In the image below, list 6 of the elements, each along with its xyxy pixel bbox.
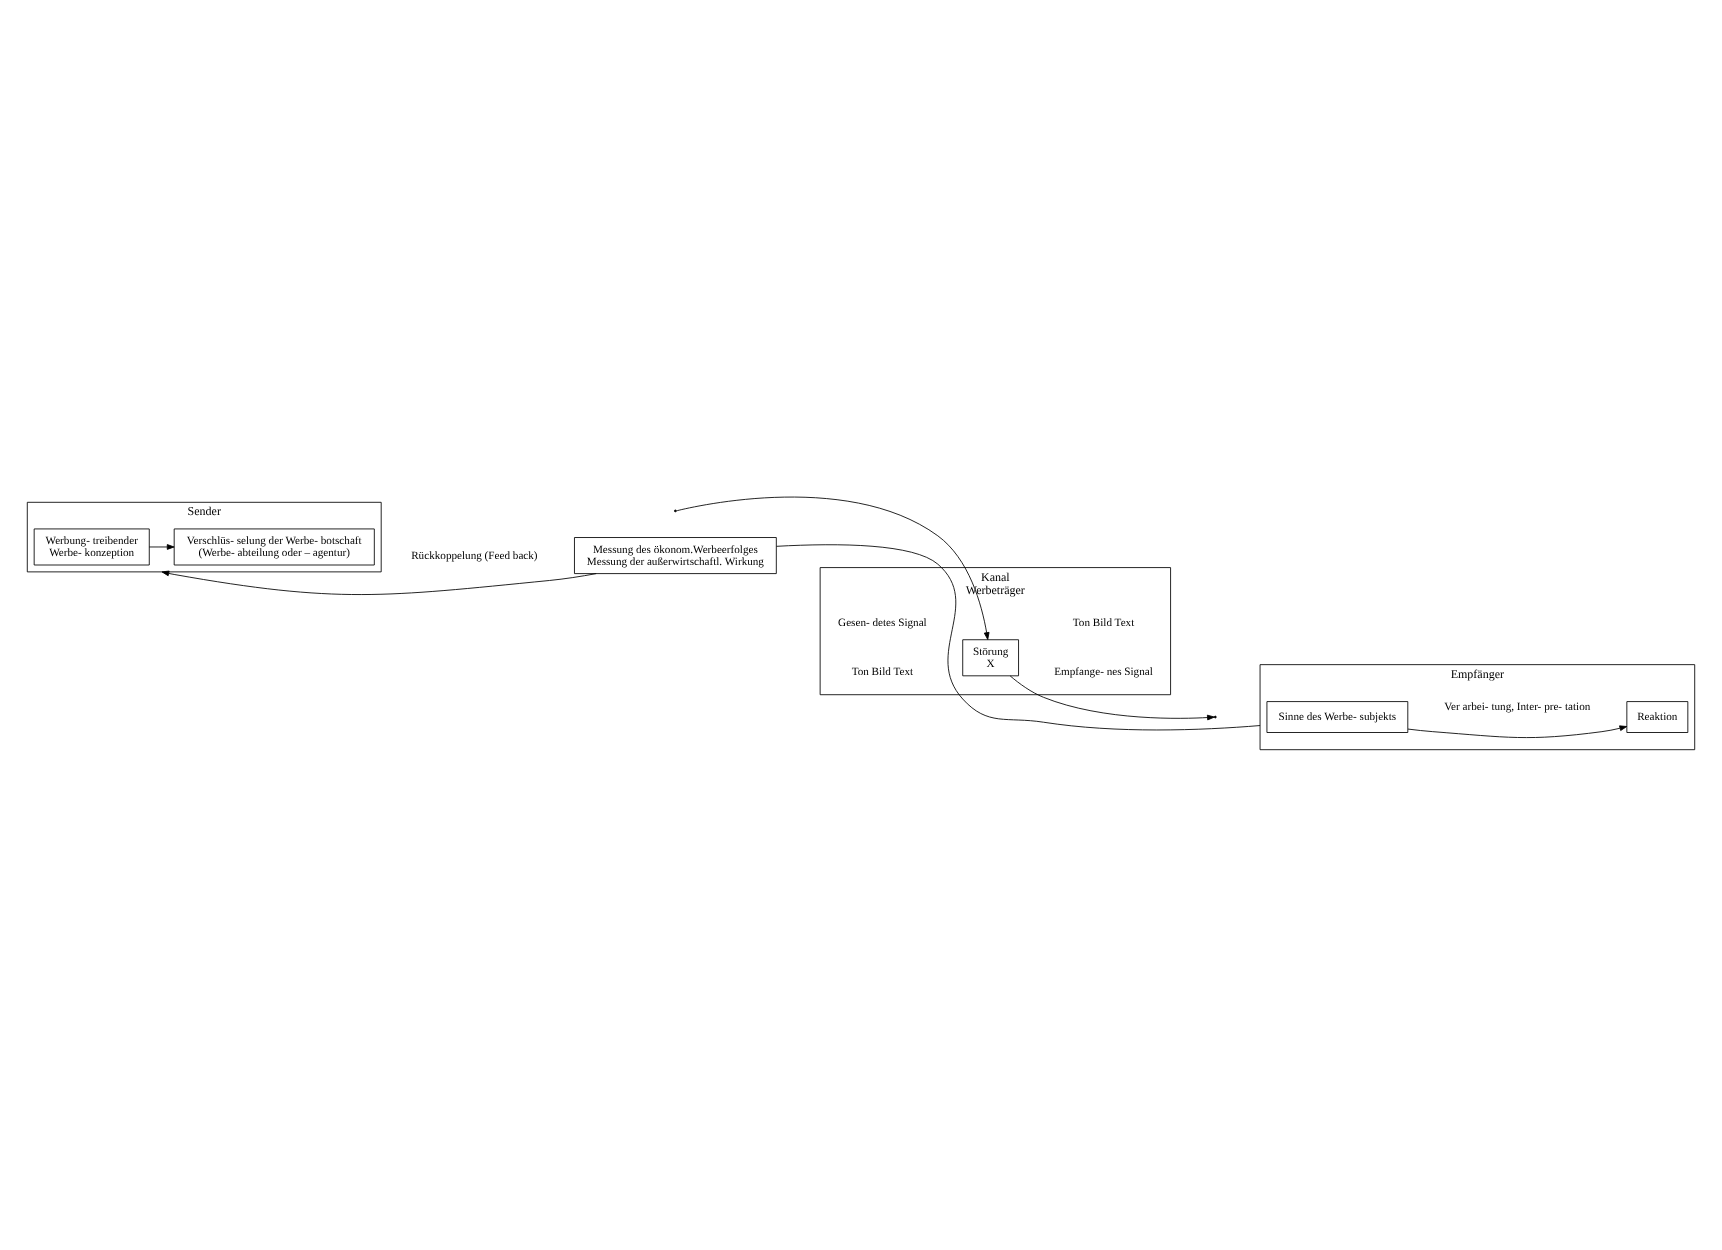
arrow <box>675 495 990 639</box>
connector <box>776 543 1261 730</box>
arrow <box>1407 724 1628 737</box>
arrow <box>161 569 597 594</box>
arrow <box>148 543 175 549</box>
arrow <box>1009 674 1215 720</box>
